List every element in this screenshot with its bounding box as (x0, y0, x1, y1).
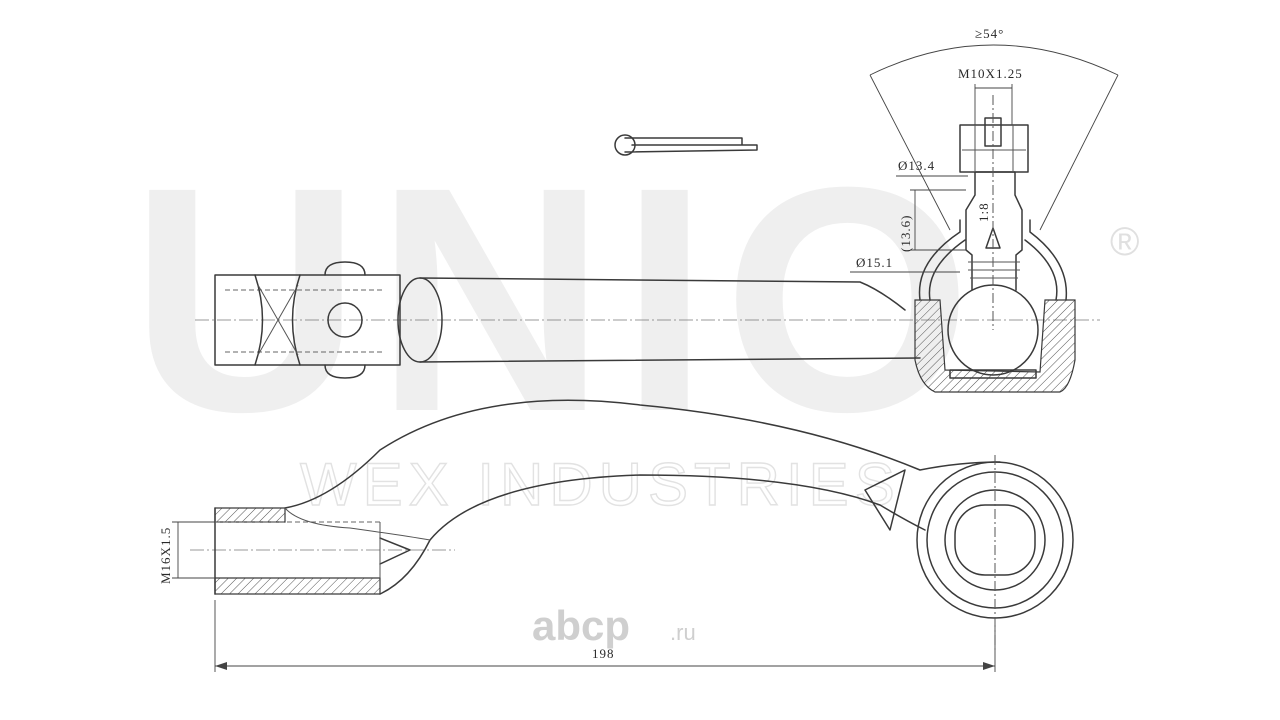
top-dimensions: ≥54° M10X1.25 Ø13.4 (13.6) 1:8 Ø15.1 (850, 26, 1119, 273)
threaded-end (214, 274, 401, 366)
abcp-logo: abcp .ru (532, 602, 696, 649)
cotter-pin (614, 134, 758, 156)
side-dimensions: M16X1.5 198 (158, 521, 996, 672)
dia-15-1-label: Ø15.1 (856, 255, 893, 270)
castle-nut (959, 124, 1029, 173)
taper-label: 1:8 (976, 202, 991, 222)
arm-upper-edge (284, 399, 1001, 509)
watermark-subtitle: WEX INDUSTRIES (300, 451, 901, 518)
thread-side-label: M16X1.5 (158, 527, 173, 584)
top-view (195, 95, 1100, 393)
bolt-hole (327, 302, 363, 338)
angle-arc (869, 44, 1119, 76)
watermark-brand: UNIO (130, 120, 986, 478)
watermark-registered-mark: ® (1110, 220, 1139, 264)
thread-top-label: M10X1.25 (958, 66, 1023, 81)
abcp-logo-tld: .ru (670, 620, 696, 645)
brand-watermark: UNIO ® WEX INDUSTRIES (130, 120, 1139, 519)
dia-13-4-label: Ø13.4 (898, 158, 935, 173)
abcp-logo-name: abcp (532, 602, 630, 649)
dust-boot (918, 219, 1068, 301)
tie-rod (419, 277, 906, 311)
length-13-6-label: (13.6) (898, 215, 913, 252)
overall-length-label: 198 (592, 646, 615, 661)
side-view (190, 399, 1074, 650)
angle-label: ≥54° (975, 26, 1004, 41)
ball-joint-housing (914, 299, 1076, 393)
arm-lower-edge (379, 474, 926, 595)
